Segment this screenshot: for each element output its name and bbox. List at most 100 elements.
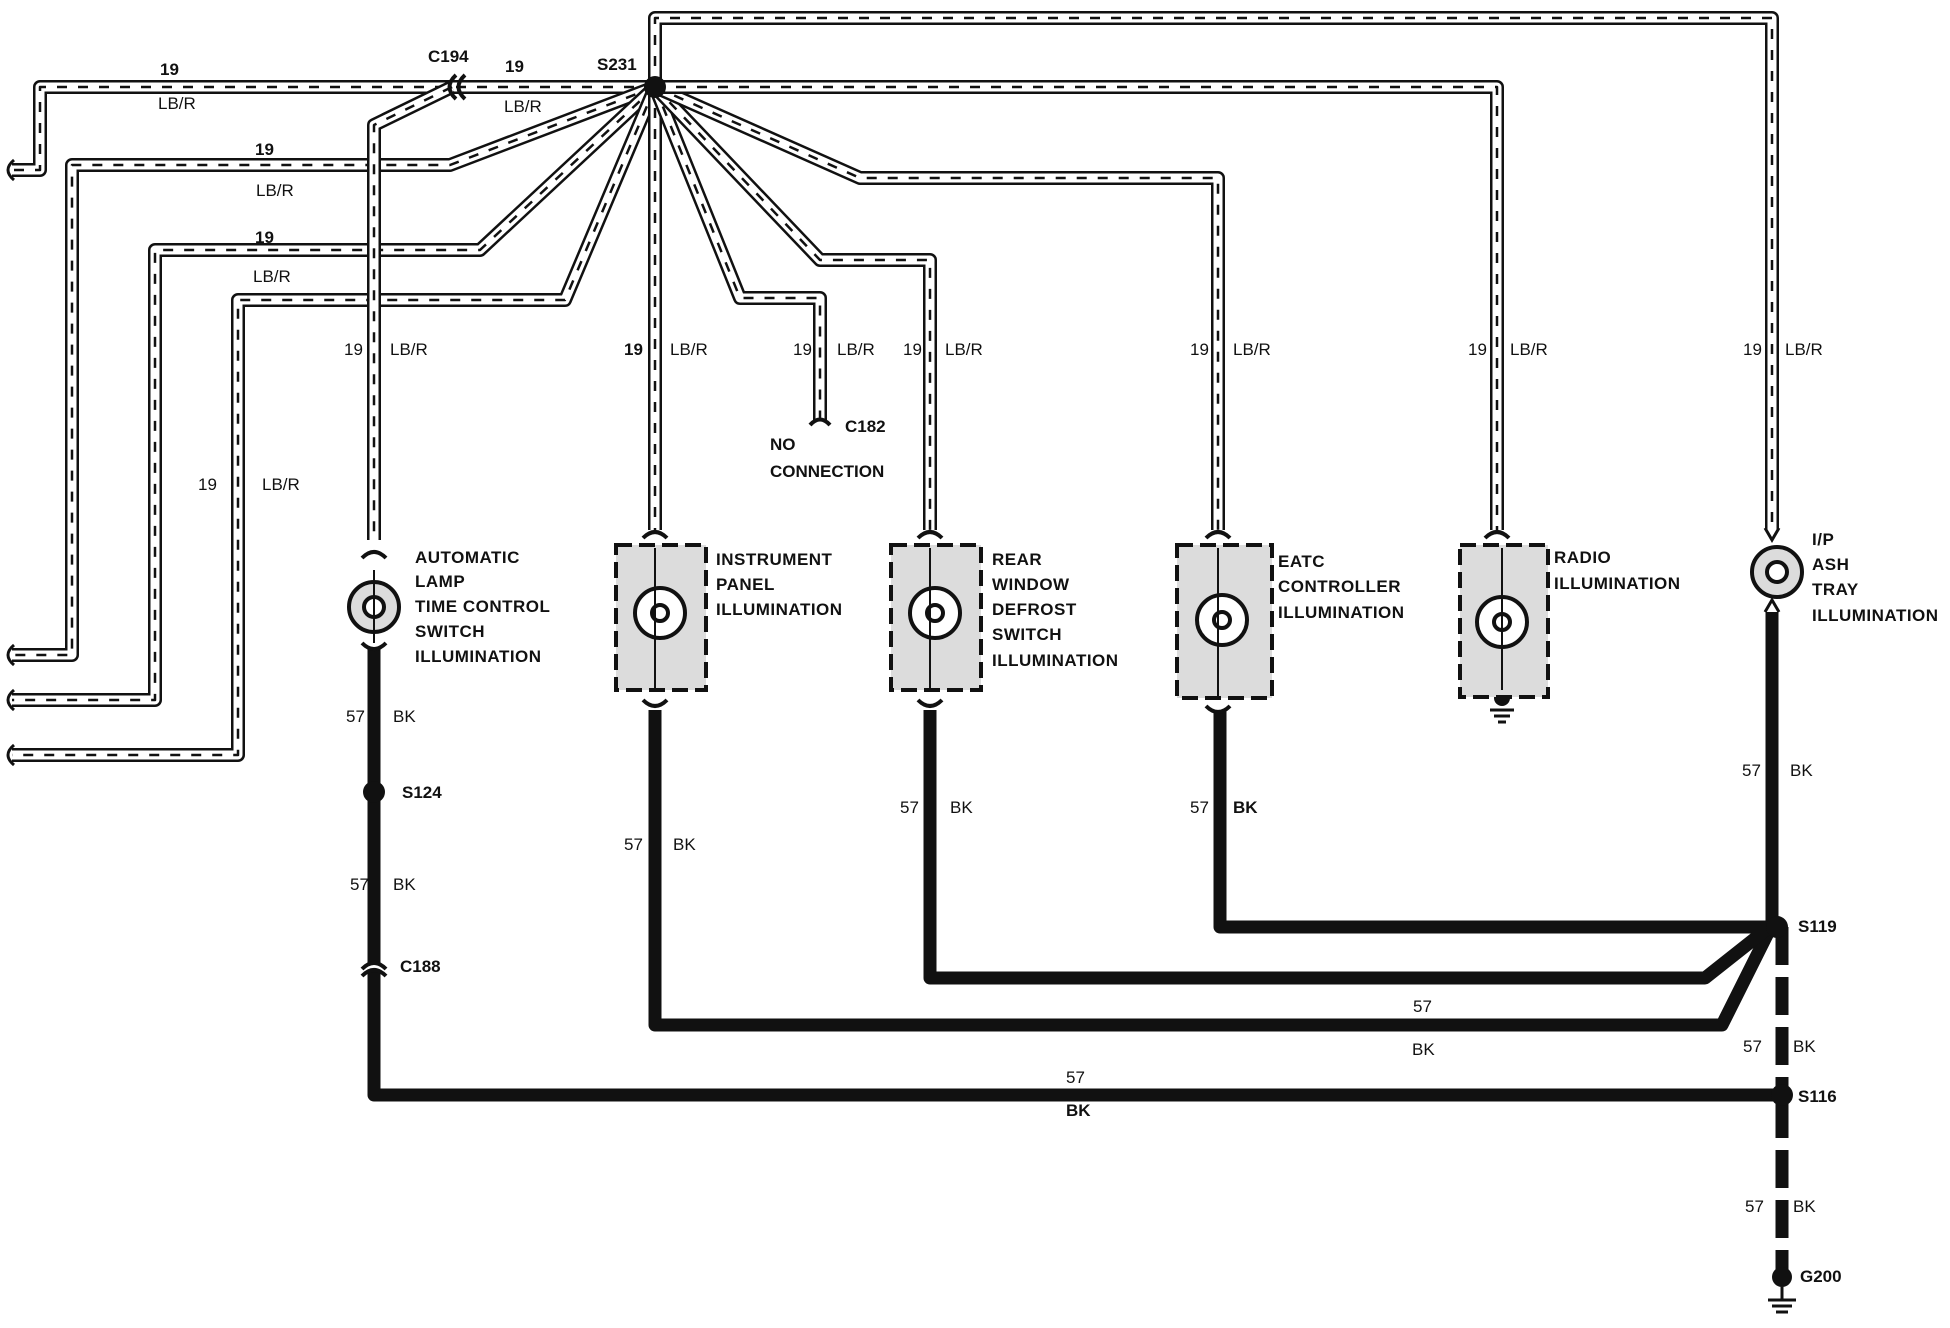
wire-color-label: BK	[1793, 1037, 1816, 1056]
wire-circuit-label: 19	[624, 340, 643, 359]
wire-circuit-label: 57	[1742, 761, 1761, 780]
wire-color-label: LB/R	[504, 97, 542, 116]
c182-connector	[808, 417, 832, 427]
wire-circuit-label: 19	[1468, 340, 1487, 359]
wire-color-label: LB/R	[256, 181, 294, 200]
c188-connector	[360, 961, 388, 978]
g200-label: G200	[1800, 1267, 1842, 1286]
radio-bulb-icon	[1458, 530, 1550, 699]
svg-text:PANEL: PANEL	[716, 575, 775, 594]
wire-circuit-label: 57	[1190, 798, 1209, 817]
wire-circuit-label: 57	[624, 835, 643, 854]
wire-color-label: BK	[673, 835, 696, 854]
lbr-wire-ash-tray	[648, 11, 1779, 530]
s124-splice-dot	[363, 781, 385, 803]
wire-color-label: BK	[393, 875, 416, 894]
wire-color-label: BK	[1066, 1101, 1091, 1120]
svg-text:ILLUMINATION: ILLUMINATION	[1812, 606, 1939, 625]
svg-text:REAR: REAR	[992, 550, 1042, 569]
wire-circuit-label: 19	[793, 340, 812, 359]
wire-circuit-label: 57	[900, 798, 919, 817]
no-connection-line2: CONNECTION	[770, 462, 884, 481]
svg-text:ILLUMINATION: ILLUMINATION	[716, 600, 843, 619]
svg-text:LAMP: LAMP	[415, 572, 465, 591]
svg-text:ILLUMINATION: ILLUMINATION	[1554, 574, 1681, 593]
wire-circuit-label: 19	[255, 140, 274, 159]
lbr-wire-group	[12, 11, 1779, 762]
eatc-label: EATC CONTROLLER ILLUMINATION	[1278, 552, 1405, 622]
svg-text:INSTRUMENT: INSTRUMENT	[716, 550, 833, 569]
auto-lamp-bulb-icon	[347, 550, 401, 651]
wire-color-label: LB/R	[1233, 340, 1271, 359]
s119-label: S119	[1798, 917, 1837, 936]
wire-color-label: BK	[950, 798, 973, 817]
wire-color-label: BK	[1412, 1040, 1435, 1059]
lbr-wire-left-branch-1	[12, 80, 658, 662]
wire-color-label: BK	[393, 707, 416, 726]
wire-circuit-label: 19	[1190, 340, 1209, 359]
left-edge-connector-hooks	[6, 158, 16, 767]
bk-wire-rear-defrost	[923, 710, 1777, 985]
radio-label: RADIO ILLUMINATION	[1554, 548, 1681, 593]
instrument-panel-label: INSTRUMENT PANEL ILLUMINATION	[716, 550, 843, 619]
s119-splice-dot	[1766, 916, 1788, 938]
wire-color-label: BK	[1790, 761, 1813, 780]
rear-defrost-label: REAR WINDOW DEFROST SWITCH ILLUMINATION	[992, 550, 1118, 670]
c182-label: C182	[845, 417, 886, 436]
svg-text:ILLUMINATION: ILLUMINATION	[415, 647, 542, 666]
svg-text:TRAY: TRAY	[1812, 580, 1859, 599]
lbr-wire-auto-lamp	[367, 80, 456, 540]
bk-wire-c188-to-s116	[367, 972, 1782, 1102]
wire-circuit-label: 19	[160, 60, 179, 79]
svg-text:ILLUMINATION: ILLUMINATION	[1278, 603, 1405, 622]
svg-text:AUTOMATIC: AUTOMATIC	[415, 548, 520, 567]
s124-label: S124	[402, 783, 442, 802]
g200-ground-icon	[1768, 1287, 1796, 1314]
bk-wire-group	[367, 612, 1789, 1275]
s231-label: S231	[597, 55, 637, 74]
lbr-wire-c182	[648, 84, 827, 420]
wire-color-label: LB/R	[390, 340, 428, 359]
svg-text:SWITCH: SWITCH	[992, 625, 1062, 644]
wire-circuit-label: 19	[903, 340, 922, 359]
wire-color-label: LB/R	[253, 267, 291, 286]
bk-wire-eatc	[1213, 710, 1772, 934]
wire-circuit-label: 19	[255, 228, 274, 247]
wire-color-label: LB/R	[945, 340, 983, 359]
lbr-wire-rear-defrost	[649, 82, 937, 530]
c188-label: C188	[400, 957, 441, 976]
wire-circuit-label: 19	[344, 340, 363, 359]
s116-label: S116	[1798, 1087, 1837, 1106]
s116-splice-dot	[1771, 1084, 1793, 1106]
c194-connector	[447, 73, 467, 101]
c194-label: C194	[428, 47, 469, 66]
wire-circuit-label: 57	[346, 707, 365, 726]
wire-circuit-label: 19	[505, 57, 524, 76]
lbr-wire-left-branch-3	[12, 84, 662, 762]
wire-color-label: LB/R	[670, 340, 708, 359]
wire-color-label: LB/R	[837, 340, 875, 359]
g200-ground-dot	[1772, 1267, 1792, 1287]
svg-text:ASH: ASH	[1812, 555, 1849, 574]
wire-color-label: LB/R	[1785, 340, 1823, 359]
lbr-wire-eatc	[652, 80, 1225, 530]
lbr-wire-left-branch-2	[12, 81, 660, 707]
wire-circuit-label: 57	[1413, 997, 1432, 1016]
wire-color-label: BK	[1793, 1197, 1816, 1216]
instrument-panel-bulb-icon	[614, 530, 708, 708]
wire-circuit-label: 57	[350, 875, 369, 894]
s231-splice-dot	[644, 76, 666, 98]
wire-circuit-label: 19	[1743, 340, 1762, 359]
wire-circuit-label: 19	[198, 475, 217, 494]
svg-text:CONTROLLER: CONTROLLER	[1278, 577, 1401, 596]
svg-text:RADIO: RADIO	[1554, 548, 1611, 567]
wire-color-label: LB/R	[262, 475, 300, 494]
wire-color-label: BK	[1233, 798, 1258, 817]
lbr-wire-radio	[655, 80, 1504, 530]
svg-text:DEFROST: DEFROST	[992, 600, 1077, 619]
svg-text:WINDOW: WINDOW	[992, 575, 1070, 594]
svg-text:I/P: I/P	[1812, 530, 1834, 549]
wire-circuit-label: 57	[1066, 1068, 1085, 1087]
rear-defrost-bulb-icon	[889, 530, 983, 708]
